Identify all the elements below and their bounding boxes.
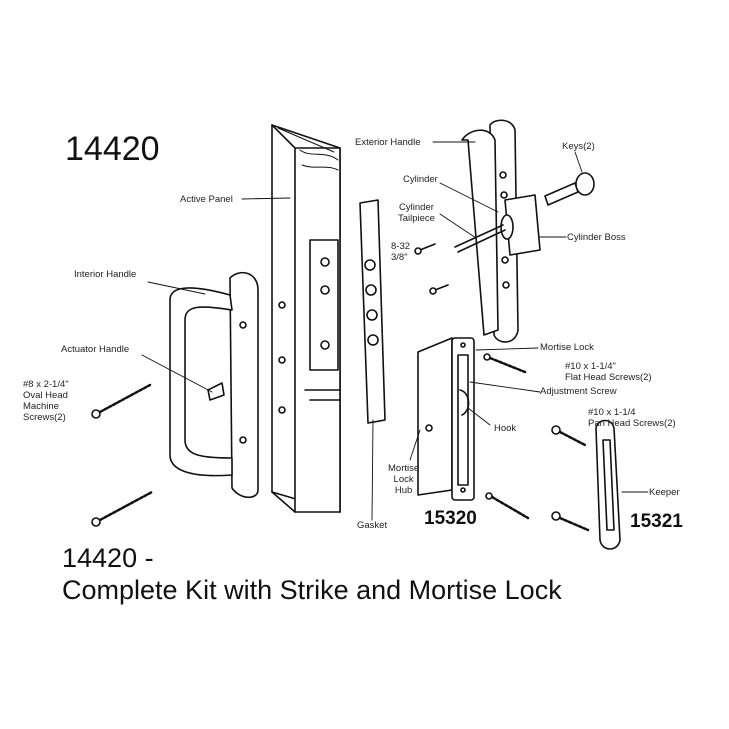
oval-head-screws (91, 383, 154, 527)
flat-head-screws (483, 353, 530, 520)
label-actuator-handle: Actuator Handle (61, 344, 130, 355)
label-exterior-handle: Exterior Handle (355, 137, 421, 148)
label-oval-head-screws: #8 x 2-1/4" Oval Head Machine Screws(2) (23, 379, 69, 423)
label-cylinder: Cylinder (403, 174, 438, 185)
label-mortise-lock: Mortise Lock (540, 342, 594, 353)
pan-head-screws (551, 425, 590, 532)
interior-handle (169, 271, 259, 499)
kit-number-title: 14420 (65, 130, 160, 168)
part-number-keeper: 15321 (630, 511, 683, 532)
leader-lines (141, 141, 649, 521)
label-flat-head-screws: #10 x 1-1/4" Flat Head Screws(2) (565, 361, 652, 383)
label-active-panel: Active Panel (180, 194, 233, 205)
mortise-lock (417, 337, 475, 501)
label-cylinder-boss: Cylinder Boss (567, 232, 626, 243)
caption-line-1: 14420 - (62, 543, 154, 573)
label-mortise-lock-hub: Mortise Lock Hub (388, 463, 420, 496)
label-keys: Keys(2) (562, 141, 595, 152)
caption-line-2: Complete Kit with Strike and Mortise Loc… (62, 575, 562, 605)
label-adjustment-screw: Adjustment Screw (540, 386, 617, 397)
key (544, 172, 595, 206)
label-screw-8-32: 8-32 3/8" (391, 241, 411, 263)
gasket (359, 199, 386, 424)
label-hook: Hook (494, 423, 517, 434)
keeper (595, 419, 621, 550)
label-cylinder-tailpiece: Cylinder Tailpiece (398, 202, 435, 224)
label-pan-head-screws: #10 x 1-1/4 Pan Head Screws(2) (588, 407, 676, 429)
cylinder-boss (500, 194, 541, 256)
label-interior-handle: Interior Handle (74, 269, 137, 280)
label-keeper: Keeper (649, 487, 680, 498)
part-number-mortise-lock: 15320 (424, 508, 477, 529)
cylinder-tailpiece (454, 224, 506, 253)
active-panel-door (271, 124, 341, 513)
screws-8-32 (414, 243, 449, 295)
label-gasket: Gasket (357, 520, 388, 531)
